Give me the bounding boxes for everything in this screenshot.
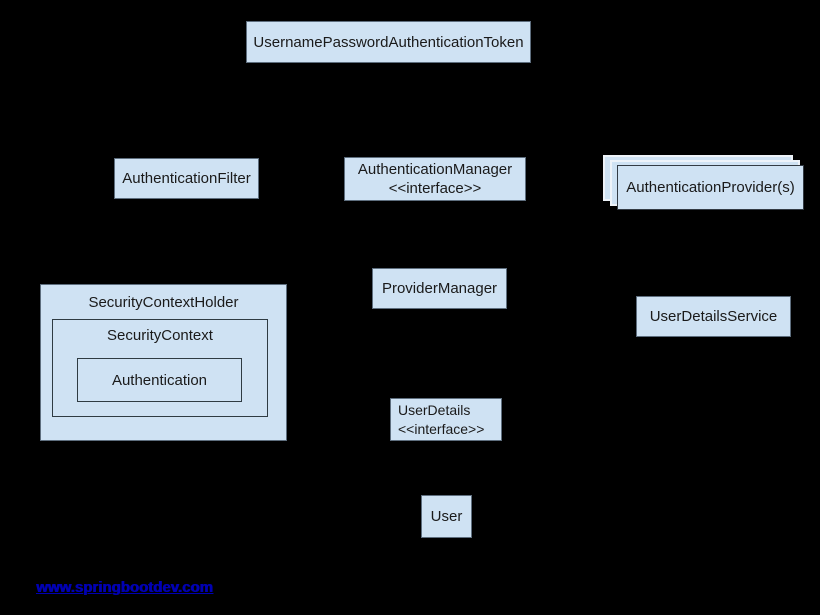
website-link[interactable]: www.springbootdev.com xyxy=(36,579,213,596)
security-context-holder-label: SecurityContextHolder xyxy=(88,294,239,311)
node-security-context-holder: SecurityContextHolder SecurityContext Au… xyxy=(40,284,287,441)
node-authentication-manager-stereotype: <<interface>> xyxy=(388,180,482,197)
node-user-details-stereotype: <<interface>> xyxy=(398,420,485,437)
security-context-label: SecurityContext xyxy=(107,327,213,344)
node-security-context: SecurityContext Authentication xyxy=(52,319,268,417)
node-authentication-filter: AuthenticationFilter xyxy=(114,158,259,199)
node-user: User xyxy=(421,495,472,538)
node-authentication-providers: AuthenticationProvider(s) xyxy=(617,165,804,210)
node-authentication-manager: AuthenticationManager <<interface>> xyxy=(344,157,526,201)
node-authentication: Authentication xyxy=(77,358,242,402)
node-authentication-manager-label: AuthenticationManager xyxy=(357,161,513,178)
node-user-details-label: UserDetails xyxy=(398,401,471,418)
node-user-details-service: UserDetailsService xyxy=(636,296,791,337)
node-provider-manager: ProviderManager xyxy=(372,268,507,309)
node-user-details: UserDetails <<interface>> xyxy=(390,398,502,441)
node-username-password-authentication-token: UsernamePasswordAuthenticationToken xyxy=(246,21,531,63)
